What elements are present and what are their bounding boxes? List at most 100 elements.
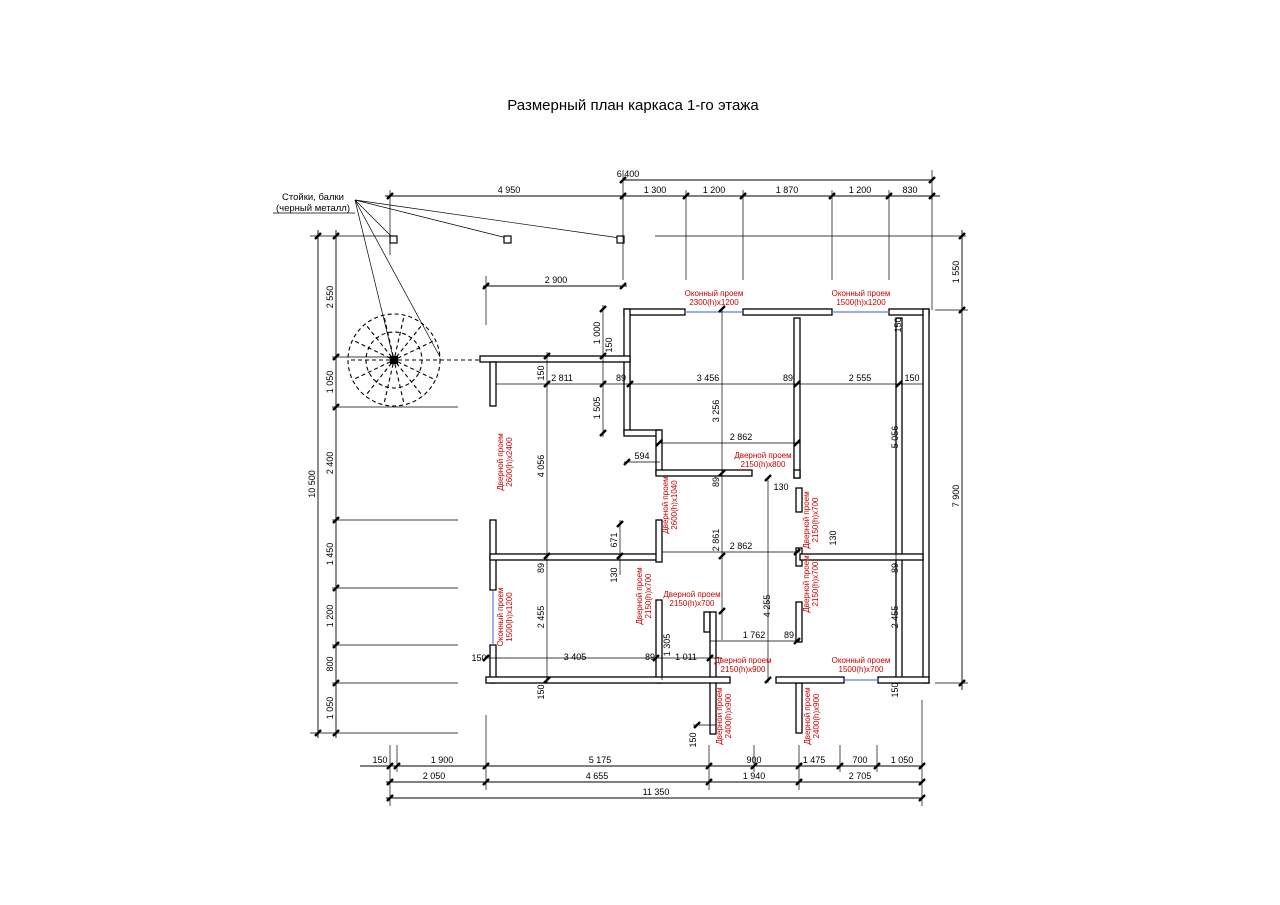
dim-inner: 89	[890, 563, 900, 573]
dim-inner: 594	[634, 451, 649, 461]
dim-inner: 671	[609, 532, 619, 547]
walls	[479, 308, 930, 735]
post-3	[616, 235, 625, 244]
dim-bottom-row2: 4 655	[586, 771, 609, 781]
dim-inner: 150	[893, 317, 903, 332]
stair-step	[397, 361, 436, 381]
dim-inner: 3 405	[564, 652, 587, 662]
dim-inner: 2 811	[551, 373, 573, 383]
dim-bottom-row1: 1 900	[431, 755, 454, 765]
dim-left-seg: 1 050	[325, 371, 335, 394]
dim-inner: 2 862	[730, 541, 753, 551]
dim-inner: 150	[536, 365, 546, 380]
dim-top-seg: 830	[902, 185, 917, 195]
dim-inner: 4 056	[536, 455, 546, 478]
dim-inner: 130	[828, 530, 838, 545]
dim-2900: 2 900	[545, 275, 568, 285]
stair-step	[352, 361, 391, 381]
dim-inner: 150	[471, 653, 486, 663]
dim-top-seg: 1 200	[703, 185, 726, 195]
door-note: Дверной проем	[635, 567, 644, 624]
dim-inner: 89	[536, 563, 546, 573]
dim-bottom-row2: 1 940	[743, 771, 766, 781]
callout-line2: (черный металл)	[276, 203, 350, 214]
stair-step	[397, 339, 436, 359]
dim-inner: 3 256	[711, 400, 721, 423]
stair-step	[364, 323, 392, 358]
dim-left-seg: 1 200	[325, 605, 335, 628]
door-note: 2400(h)x900	[724, 693, 733, 738]
dim-inner: 89	[783, 373, 793, 383]
door-note: 2150(h)x900	[721, 665, 766, 674]
dim-left-total: 10 500	[307, 470, 317, 498]
dim-inner: 4 255	[762, 595, 772, 618]
stair-step	[394, 315, 405, 357]
dim-bottom-row1: 1 475	[803, 755, 826, 765]
dim-inner: 1 762	[743, 630, 766, 640]
drawing-title: Размерный план каркаса 1-го этажа	[507, 97, 759, 114]
dim-left-seg: 800	[325, 656, 335, 671]
dim-bottom-row1: 5 175	[589, 755, 612, 765]
door-note: Дверной проем	[661, 476, 670, 533]
dim-inner: 2 555	[849, 373, 872, 383]
window-note: 1500(h)x700	[839, 665, 884, 674]
dim-inner: 89	[784, 630, 794, 640]
dim-inner: 1 505	[592, 397, 602, 420]
window-note: 1500(h)x1200	[836, 298, 886, 307]
dim-right-1550: 1 550	[951, 261, 961, 284]
door-note: Дверной проем	[715, 687, 724, 744]
door-note: 2600(h)x2400	[505, 437, 514, 487]
dim-right-7900: 7 900	[951, 485, 961, 508]
left-dimensions: 10 500 2 550 1 050 2 400 1 450 1 200 800…	[307, 230, 340, 738]
dim-inner: 2 861	[711, 529, 721, 552]
dim-top-seg: 1 870	[776, 185, 799, 195]
door-note: 2150(h)x700	[811, 561, 820, 606]
door-note: Дверной проем	[714, 656, 771, 665]
dim-inner: 150	[688, 732, 698, 747]
dim-top-seg: 1 200	[849, 185, 872, 195]
dim-inner: 1 011	[675, 652, 697, 662]
bottom-dimensions: 150 1 900 5 175 900 1 475 700 1 050 2 05…	[360, 700, 926, 806]
stair-step	[396, 362, 424, 397]
window-note: 2300(h)x1200	[689, 298, 739, 307]
window-note: 1500(h)x1200	[505, 592, 514, 642]
stair-step	[383, 363, 394, 405]
dim-inner: 89	[645, 652, 655, 662]
dim-bottom-row2: 2 705	[849, 771, 872, 781]
stair-step	[364, 362, 392, 397]
interior-dimension-lines	[482, 305, 923, 729]
post-1	[389, 235, 398, 244]
window-note: Оконный проем	[832, 289, 891, 298]
posts-callout: Стойки, балки (черный металл)	[273, 192, 625, 358]
dim-inner: 130	[773, 482, 788, 492]
top-dimensions: 6 400 4 950 1 300 1 200 1 870 1 200 830 …	[385, 169, 940, 325]
door-note: Дверной проем	[802, 491, 811, 548]
dim-inner: 3 456	[697, 373, 720, 383]
callout-line1: Стойки, балки	[282, 192, 344, 203]
door-note: Дверной проем	[496, 433, 505, 490]
dim-left-seg: 2 550	[325, 286, 335, 309]
dim-inner: 1 000	[592, 322, 602, 345]
dim-bottom-row1: 1 050	[891, 755, 914, 765]
dim-inner: 150	[890, 682, 900, 697]
interior-dimension-labels: 1 000 150 150 150 150 150 150 150 150 2 …	[471, 317, 919, 747]
door-note: 2600(h)x1040	[670, 480, 679, 530]
dim-top-seg: 1 300	[644, 185, 667, 195]
window-note: Оконный проем	[496, 588, 505, 647]
right-dimensions: 1 550 7 900	[951, 230, 966, 690]
door-note: Дверной проем	[734, 451, 791, 460]
dim-inner: 5 056	[890, 426, 900, 449]
door-note: 2150(h)x800	[741, 460, 786, 469]
door-note: Дверной проем	[663, 590, 720, 599]
dim-bottom-row1: 150	[372, 755, 387, 765]
window-note: Оконный проем	[832, 656, 891, 665]
door-note: 2150(h)x700	[644, 573, 653, 618]
dim-inner: 1 305	[662, 634, 672, 657]
stair-step	[394, 363, 405, 405]
dim-inner: 150	[604, 337, 614, 352]
dim-inner: 2 455	[536, 606, 546, 629]
dim-inner: 130	[609, 567, 619, 582]
stair-step	[352, 339, 391, 359]
dim-inner: 89	[711, 477, 721, 487]
dim-top-total: 6 400	[617, 169, 640, 179]
